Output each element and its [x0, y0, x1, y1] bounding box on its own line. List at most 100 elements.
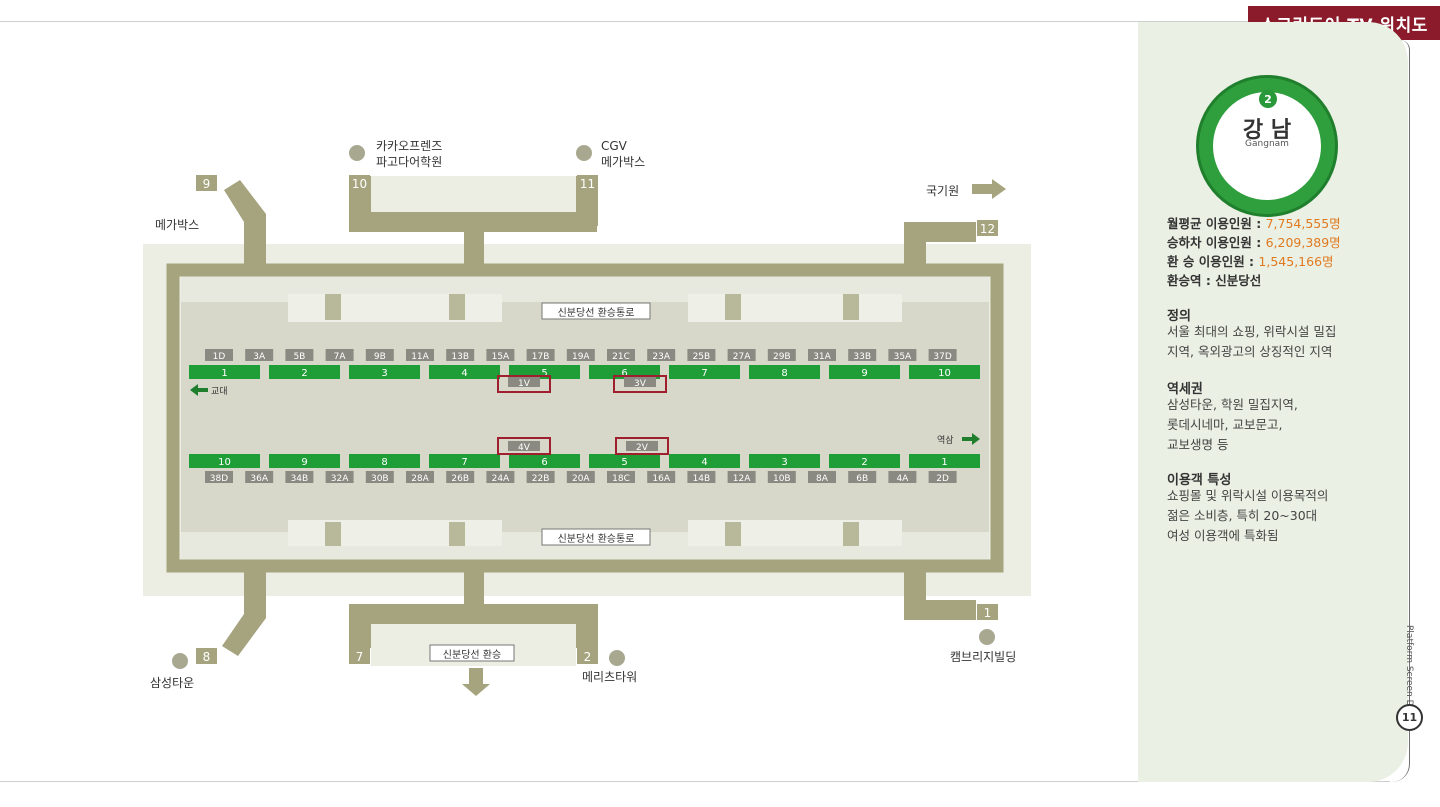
- car-number: 5: [541, 368, 547, 379]
- exit-11-box: [577, 175, 598, 191]
- door-code-label: 37D: [933, 352, 951, 362]
- arrow-left-icon: [190, 384, 208, 396]
- door-code: [365, 471, 394, 483]
- page-number: 11: [1396, 704, 1423, 731]
- door-code: [325, 471, 354, 483]
- door-code-label: 38D: [210, 474, 228, 484]
- door-code: [486, 471, 515, 483]
- exit-2-box: [577, 648, 598, 664]
- door-code-label: 34B: [291, 474, 309, 484]
- door-code: [687, 349, 716, 361]
- direction-gyodae: 교대: [211, 387, 228, 397]
- door-code-label: 7A: [334, 352, 347, 362]
- exit-11-number: 11: [580, 177, 595, 191]
- door-code: [607, 471, 635, 483]
- door-code: [888, 349, 917, 361]
- door-code: [888, 471, 917, 483]
- door-code-label: 31A: [813, 352, 831, 362]
- tv-label: 4V: [518, 443, 531, 453]
- door-code: [928, 471, 957, 483]
- exit-2-number: 2: [584, 650, 592, 664]
- section-users-title: 이용객 특성: [1167, 473, 1232, 488]
- section-area-title: 역세권: [1167, 382, 1203, 397]
- door-code: [285, 471, 314, 483]
- door-code-label: 24A: [492, 474, 510, 484]
- door-code: [285, 349, 314, 361]
- car-bar: [189, 365, 260, 379]
- door-code-label: 33B: [853, 352, 871, 362]
- top-divider: [0, 21, 1440, 22]
- car-bar: [829, 454, 900, 468]
- door-code-label: 9B: [374, 352, 386, 362]
- landmark-megabox-9: 메가박스: [155, 218, 200, 232]
- platform-area: [181, 276, 989, 560]
- car-bar: [669, 365, 740, 379]
- door-code-label: 10B: [773, 474, 791, 484]
- car-number: 8: [781, 368, 787, 379]
- stat-boarding: 승하차 이용인원 : 6,209,389명: [1167, 235, 1341, 250]
- door-code-label: 1D: [213, 352, 226, 362]
- door-code: [767, 471, 796, 483]
- car-bar: [349, 454, 420, 468]
- car-bar: [429, 365, 500, 379]
- door-code: [446, 471, 475, 483]
- door-code: [727, 471, 756, 483]
- transfer-passage-bottom-label: 신분당선 환승통로: [557, 534, 635, 545]
- door-code-label: 30B: [371, 474, 389, 484]
- car-number: 2: [861, 457, 867, 468]
- door-code-label: 21C: [612, 352, 630, 362]
- exit-8-number: 8: [203, 650, 211, 664]
- landmark-kukkiwon: 국기원: [926, 184, 960, 198]
- door-code-label: 12A: [733, 474, 751, 484]
- car-bar: [589, 454, 660, 468]
- car-number: 1: [221, 368, 227, 379]
- car-bar: [349, 365, 420, 379]
- door-code: [566, 349, 595, 361]
- door-code-label: 8A: [816, 474, 829, 484]
- tv-label: 2V: [636, 443, 649, 453]
- door-code: [406, 471, 434, 483]
- side-panel-edge: [1392, 40, 1410, 782]
- stat-transfer: 환 승 이용인원 : 1,545,166명: [1167, 254, 1334, 269]
- arrow-down-icon: [462, 668, 490, 696]
- car-number: 2: [301, 368, 307, 379]
- door-code-label: 14B: [693, 474, 711, 484]
- car-number: 5: [621, 457, 627, 468]
- bottom-divider: [0, 781, 1390, 782]
- car-bar: [749, 454, 820, 468]
- exit-9-box: [196, 175, 217, 191]
- door-code: [566, 471, 595, 483]
- car-number: 3: [781, 457, 787, 468]
- car-number: 1: [941, 457, 947, 468]
- door-code-label: 5B: [293, 352, 305, 362]
- door-code-label: 32A: [331, 474, 349, 484]
- tv-screen: [508, 377, 540, 387]
- tv-highlight-box: [497, 437, 551, 455]
- door-code: [486, 349, 515, 361]
- door-code-label: 16A: [652, 474, 670, 484]
- door-code-label: 15A: [492, 352, 510, 362]
- door-code-label: 28A: [411, 474, 429, 484]
- exit-10-number: 10: [352, 177, 367, 191]
- door-code: [245, 471, 274, 483]
- exit-7-number: 7: [356, 650, 364, 664]
- car-bar: [269, 454, 340, 468]
- door-code-label: 23A: [652, 352, 670, 362]
- door-code-label: 3A: [253, 352, 266, 362]
- door-code: [727, 349, 756, 361]
- exit-9-number: 9: [203, 177, 211, 191]
- door-code-label: 36A: [250, 474, 268, 484]
- door-code: [205, 349, 233, 361]
- door-code: [767, 349, 796, 361]
- door-code: [526, 349, 555, 361]
- car-number: 10: [218, 457, 231, 468]
- door-code: [647, 471, 676, 483]
- tv-label: 3V: [634, 379, 647, 389]
- door-code: [647, 349, 676, 361]
- exit-7-box: [349, 648, 370, 664]
- car-number: 9: [861, 368, 867, 379]
- car-bar: [909, 454, 980, 468]
- landmark-meritz: 메리츠타워: [582, 670, 638, 684]
